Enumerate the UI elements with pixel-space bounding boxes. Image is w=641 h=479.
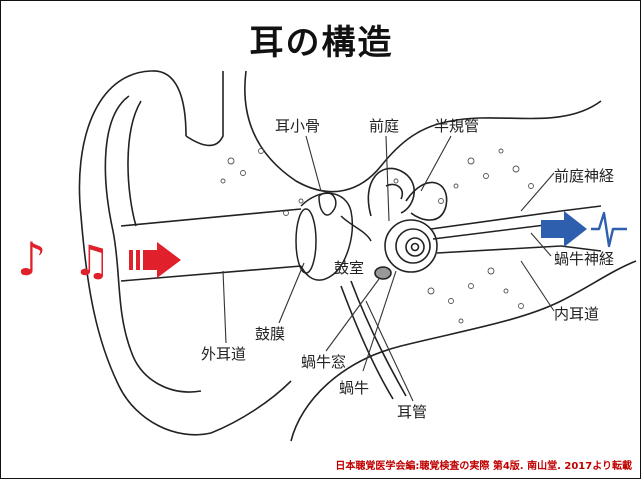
music-note-double-icon: ♫ [73, 236, 111, 285]
label-cochlea: 蝸牛 [339, 379, 369, 397]
label-vestibular-nerve: 前庭神経 [554, 167, 614, 185]
label-round-window: 蝸牛窓 [301, 353, 346, 371]
label-internal-auditory-canal: 内耳道 [554, 305, 599, 323]
label-tympanic-cavity: 鼓室 [334, 259, 364, 277]
middle-ear [295, 191, 372, 281]
signal-output-arrow-icon [541, 211, 587, 247]
source-credit: 日本聴覚医学会編:聴覚検査の実際 第4版. 南山堂. 2017より転載 [335, 461, 632, 472]
inner-ear [367, 167, 448, 280]
label-semicircular-canals: 半規管 [434, 117, 479, 135]
auricle [78, 70, 212, 436]
music-note-single-icon: ♪ [17, 232, 46, 286]
sound-input: ♪ ♫ [17, 232, 181, 286]
slide-title: 耳の構造 [249, 23, 394, 63]
label-cochlear-nerve: 蝸牛神経 [554, 250, 614, 268]
label-tympanic-membrane: 鼓膜 [255, 325, 285, 343]
eustachian-tube [340, 280, 407, 400]
auditory-nerve [430, 205, 602, 254]
signal-output [541, 211, 627, 248]
label-external-auditory-canal: 外耳道 [201, 345, 246, 363]
nerve-impulse-icon [591, 211, 627, 248]
anatomy-labels: 耳小骨 前庭 半規管 前庭神経 蝸牛神経 鼓室 鼓膜 内耳道 外耳道 蝸牛窓 蝸… [201, 117, 614, 421]
external-canal [120, 208, 302, 282]
leader-lines [222, 135, 555, 402]
label-ossicles: 耳小骨 [275, 117, 320, 135]
label-vestibule: 前庭 [369, 117, 399, 135]
label-eustachian-tube: 耳管 [397, 403, 427, 421]
temporal-bone [185, 70, 637, 442]
sound-input-arrow-icon [129, 242, 181, 278]
bone-texture [220, 148, 534, 324]
